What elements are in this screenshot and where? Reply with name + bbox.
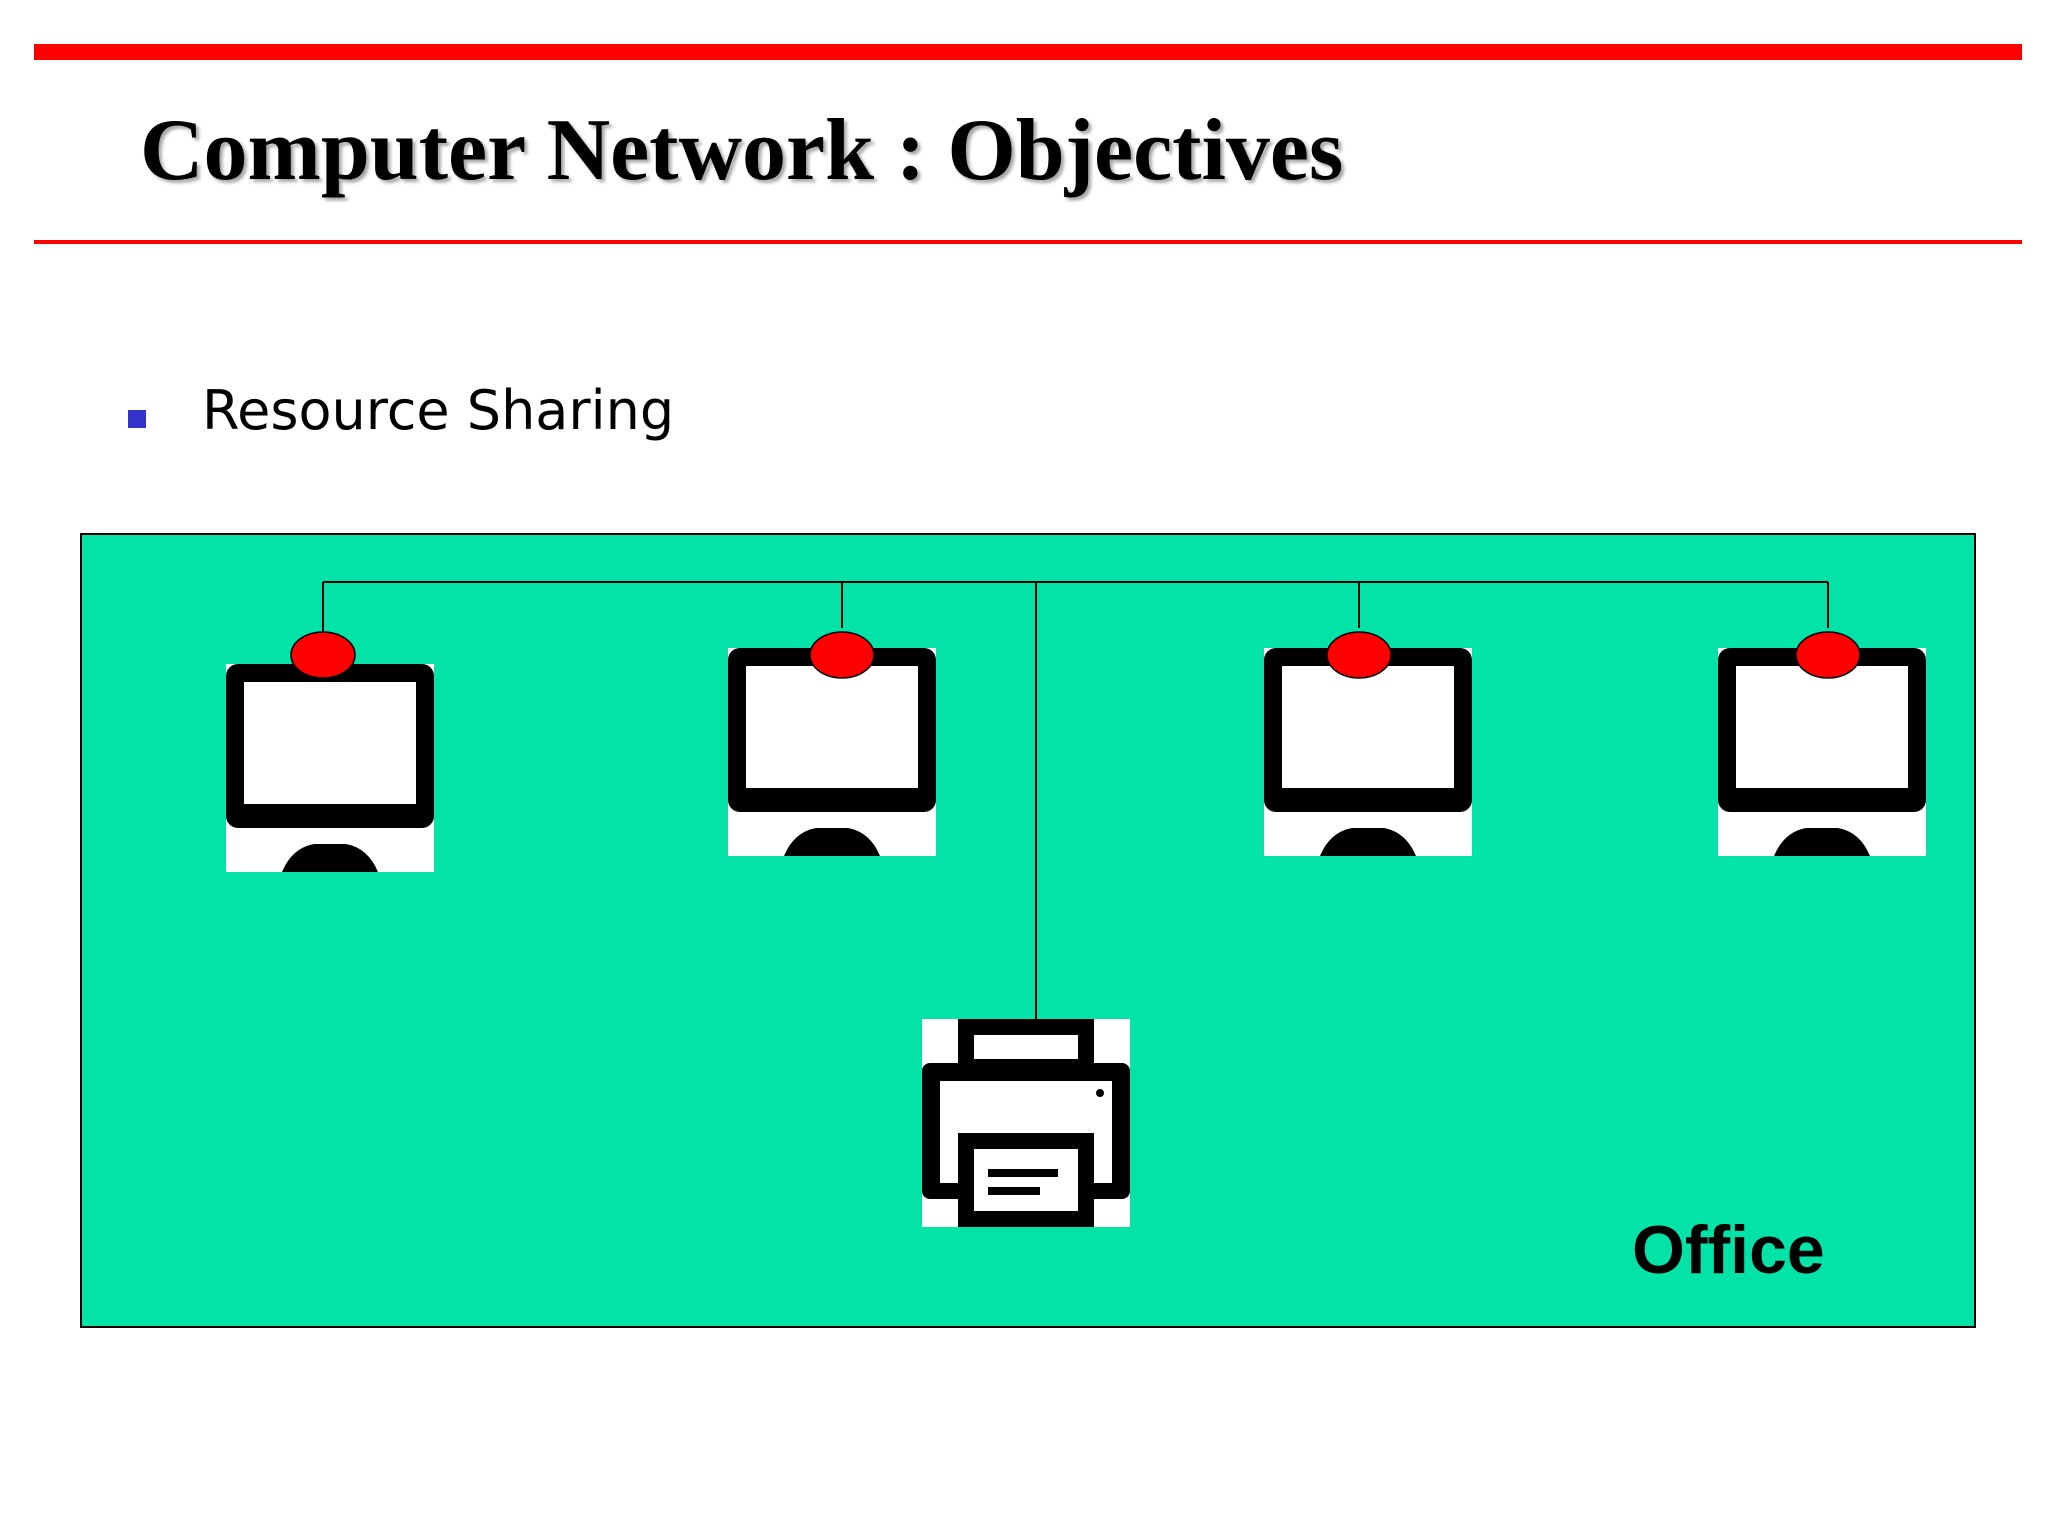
printer-node <box>922 1019 1130 1227</box>
computer-node-2 <box>728 648 936 856</box>
connector-dots <box>290 631 1861 679</box>
slide-title: Computer Network : Objectives <box>140 102 1344 199</box>
desktop-monitor-icon <box>226 664 434 872</box>
bullet-text: Resource Sharing <box>202 379 675 442</box>
network-bus <box>322 581 1829 1020</box>
top-rule <box>34 44 2022 60</box>
connector-dot-4 <box>1795 631 1861 679</box>
connector-dot-1 <box>290 631 356 679</box>
desktop-monitor-icon <box>728 648 936 856</box>
desktop-monitor-icon <box>1264 648 1472 856</box>
computer-node-3 <box>1264 648 1472 856</box>
title-underline <box>34 240 2022 244</box>
printer-icon <box>922 1019 1130 1227</box>
desktop-monitor-icon <box>1718 648 1926 856</box>
connector-dot-3 <box>1326 631 1392 679</box>
office-label: Office <box>1632 1212 1825 1288</box>
computer-node-4 <box>1718 648 1926 856</box>
connector-dot-2 <box>809 631 875 679</box>
computer-node-1 <box>226 664 434 872</box>
bullet-square-icon <box>128 410 146 428</box>
